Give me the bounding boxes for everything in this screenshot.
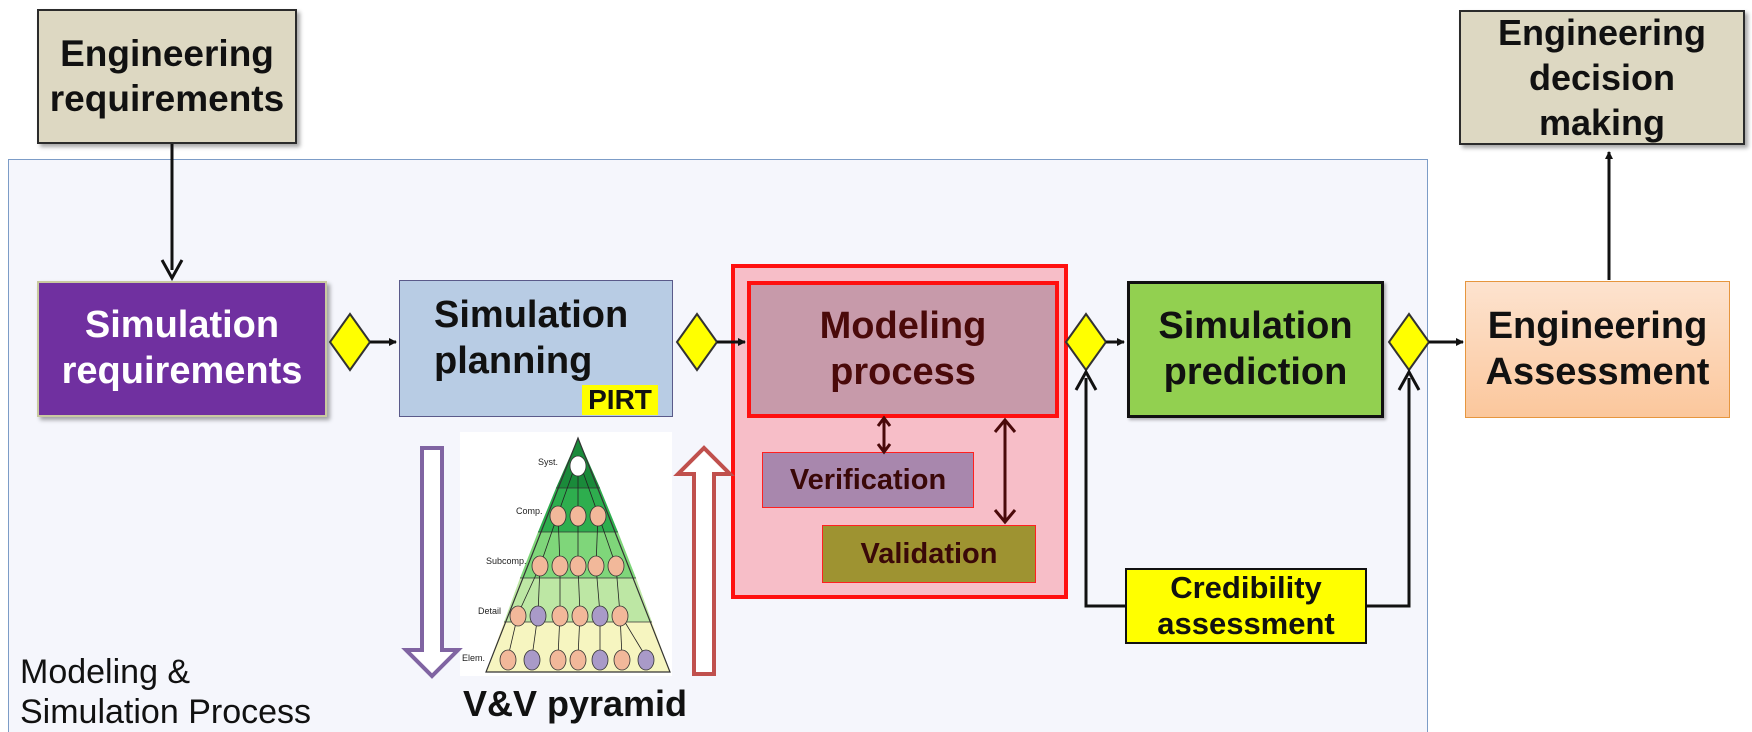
engineering-assessment-box[interactable]: Engineering Assessment bbox=[1465, 281, 1730, 418]
region-label-line1: Modeling & bbox=[20, 653, 191, 691]
engineering-requirements-box[interactable]: Engineering requirements bbox=[37, 9, 297, 144]
pyramid-up-arrow bbox=[673, 445, 735, 676]
simulation-planning-label: Simulation planning bbox=[434, 294, 629, 382]
engineering-requirements-label: Engineering requirements bbox=[49, 33, 285, 119]
modeling-process-label: Modeling process bbox=[819, 304, 987, 393]
region-label-line2: Simulation Process bbox=[20, 693, 312, 731]
engineering-decision-making-label: Engineering decision making bbox=[1497, 12, 1707, 143]
pyramid-level-detail: Detail bbox=[478, 606, 501, 616]
engineering-decision-making-box[interactable]: Engineering decision making bbox=[1459, 10, 1745, 145]
simulation-requirements-box[interactable]: Simulation requirements bbox=[37, 281, 327, 417]
validation-label: Validation bbox=[860, 537, 998, 570]
decision-diamond-1 bbox=[328, 312, 372, 372]
decision-diamond-2 bbox=[675, 312, 719, 372]
pyramid-level-system: Syst. bbox=[538, 457, 558, 467]
credibility-assessment-box[interactable]: Credibility assessment bbox=[1125, 568, 1367, 644]
credibility-assessment-label: Credibility assessment bbox=[1157, 570, 1335, 641]
simulation-prediction-label: Simulation prediction bbox=[1158, 304, 1353, 393]
pyramid-down-arrow bbox=[401, 446, 463, 679]
simulation-prediction-box[interactable]: Simulation prediction bbox=[1127, 281, 1384, 418]
decision-diamond-3 bbox=[1064, 312, 1108, 372]
simulation-requirements-label: Simulation requirements bbox=[61, 304, 303, 392]
vv-pyramid-graphic: Syst. Comp. Subcomp. Detail Elem. bbox=[462, 436, 671, 673]
pirt-badge: PIRT bbox=[582, 385, 658, 415]
pyramid-level-component: Comp. bbox=[516, 506, 543, 516]
arrowhead-engreq-simreq bbox=[160, 259, 184, 282]
vv-pyramid-label: V&V pyramid bbox=[462, 683, 688, 724]
engineering-assessment-label: Engineering Assessment bbox=[1485, 304, 1710, 393]
arrowhead-credibility-right bbox=[1397, 368, 1421, 391]
arrowhead-credibility-left bbox=[1074, 368, 1098, 391]
decision-diamond-4 bbox=[1387, 312, 1431, 372]
vv-pyramid: Syst. Comp. Subcomp. Detail Elem. bbox=[460, 432, 672, 676]
connector-credibility-right bbox=[1367, 378, 1411, 608]
region-label: Modeling & Simulation Process bbox=[20, 652, 311, 732]
connector-credibility-left bbox=[1084, 378, 1125, 608]
validation-box[interactable]: Validation bbox=[822, 525, 1036, 583]
verification-label: Verification bbox=[789, 463, 947, 496]
verification-box[interactable]: Verification bbox=[762, 452, 974, 508]
modeling-process-box[interactable]: Modeling process bbox=[747, 281, 1059, 418]
pyramid-level-subcomponent: Subcomp. bbox=[486, 556, 527, 566]
pyramid-level-element: Elem. bbox=[462, 653, 485, 663]
